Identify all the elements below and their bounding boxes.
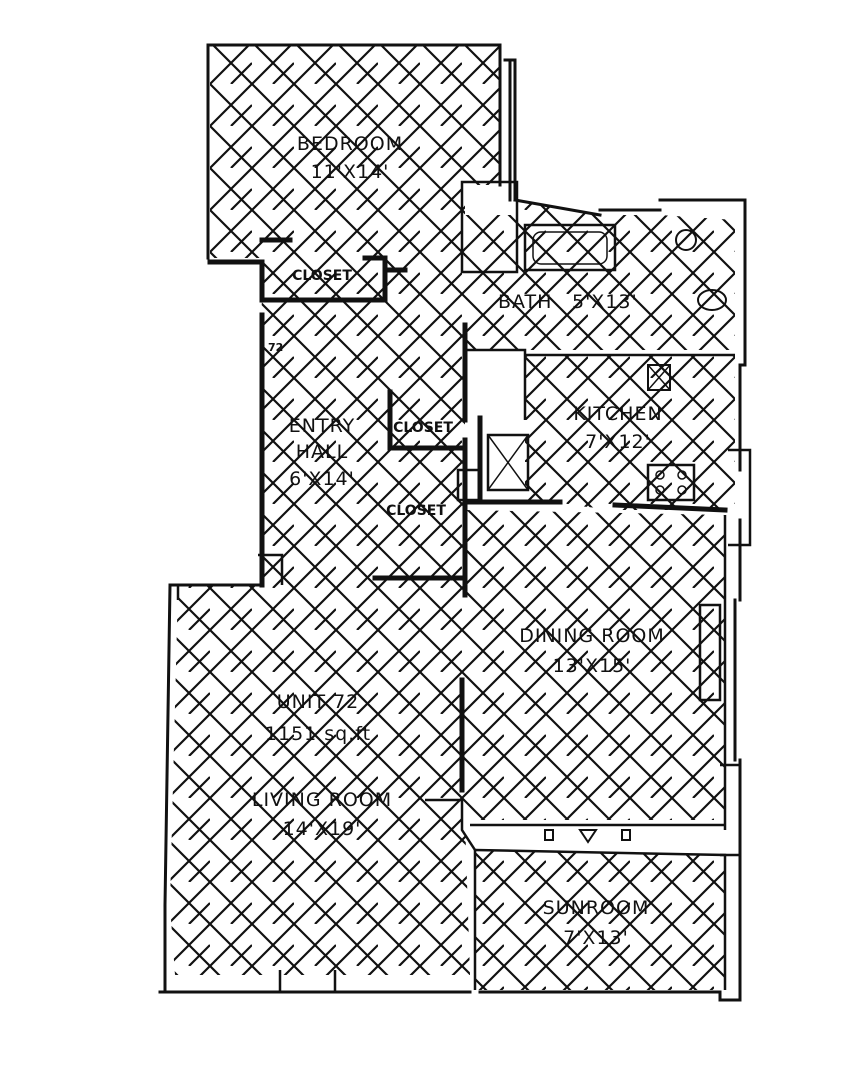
sunroom-floor bbox=[475, 850, 725, 990]
bath-floor bbox=[460, 200, 735, 350]
toilet bbox=[697, 289, 727, 311]
utility-shaft bbox=[460, 180, 519, 274]
closet-label: CLOSET bbox=[292, 268, 352, 284]
bathtub bbox=[523, 223, 617, 272]
entry-hall-floor bbox=[260, 270, 465, 585]
bath-name: BATH bbox=[498, 291, 552, 313]
closet-label: CLOSET bbox=[386, 503, 446, 519]
room-labels: BEDROOM 11'X14' BATH 5'X13' ENTRY HALL 6… bbox=[252, 133, 665, 949]
bedroom-name: BEDROOM bbox=[297, 133, 403, 155]
entry-hall-name: ENTRY bbox=[289, 415, 355, 437]
kitchen-name: KITCHEN bbox=[573, 403, 662, 425]
partitions bbox=[176, 348, 752, 992]
living-room-name: LIVING ROOM bbox=[252, 789, 392, 811]
sunroom-fixtures bbox=[544, 829, 631, 844]
bedroom-floor bbox=[210, 45, 500, 300]
living-room-floor bbox=[170, 585, 470, 975]
entry-hall-size: 6'X14' bbox=[289, 468, 355, 490]
bath-size: 5'X13' bbox=[572, 291, 638, 313]
entry-hall-name-line2: HALL bbox=[296, 441, 348, 463]
stove bbox=[646, 463, 696, 502]
bedroom-size: 11'X14' bbox=[311, 161, 390, 183]
kitchen-vent bbox=[647, 364, 671, 391]
dining-room-floor bbox=[465, 510, 725, 820]
sunroom-size: 7'X13' bbox=[563, 927, 629, 949]
dining-room-size: 13'X15' bbox=[553, 655, 632, 677]
interior-walls bbox=[207, 237, 728, 793]
floor-hatching bbox=[170, 45, 735, 990]
kitchen-size: 7'X12' bbox=[585, 431, 651, 453]
bath-sink bbox=[675, 229, 697, 251]
closet-label: CLOSET bbox=[393, 420, 453, 436]
unit-tag: 72 bbox=[268, 341, 283, 354]
living-room-size: 14'X19' bbox=[283, 818, 362, 840]
dining-room-name: DINING ROOM bbox=[519, 625, 665, 647]
unit-area: 1151 sq.ft bbox=[265, 723, 371, 745]
sunroom-name: SUNROOM bbox=[543, 897, 650, 919]
unit-name: UNIT 72 bbox=[277, 691, 360, 713]
